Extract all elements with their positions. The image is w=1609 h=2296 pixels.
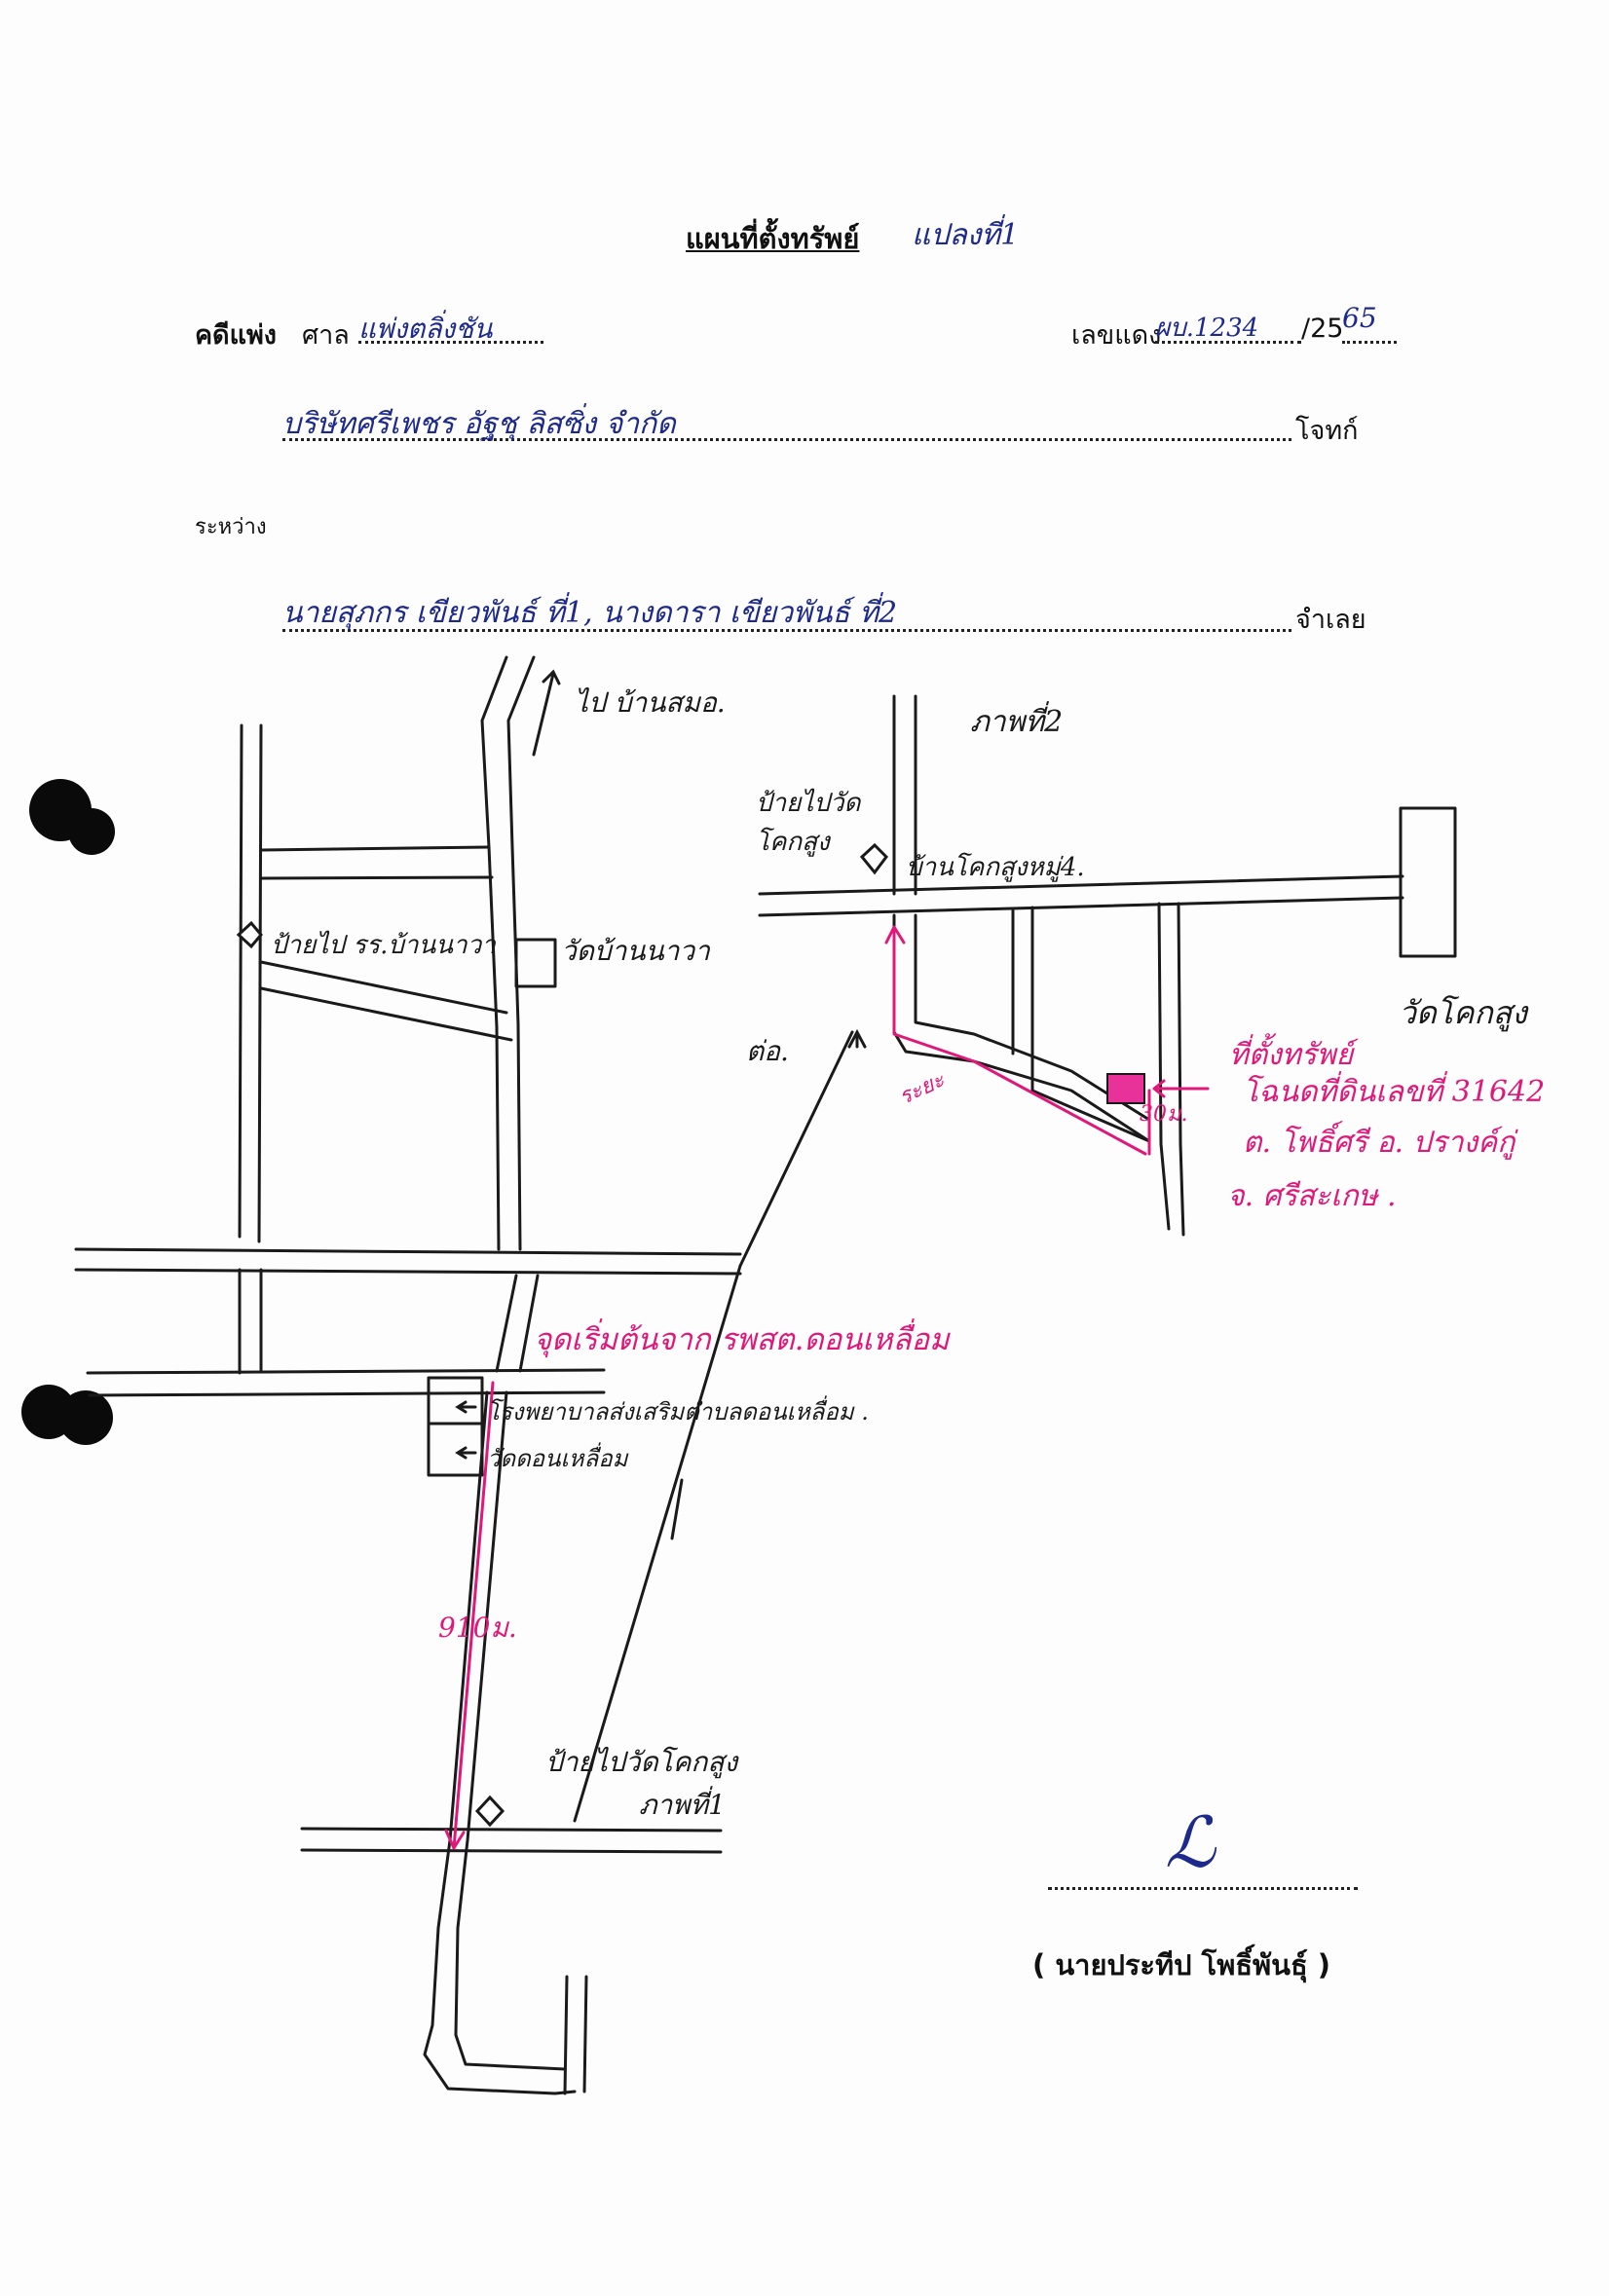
label-province: จ. ศรีสะเกษ . [1227, 1179, 1397, 1213]
label-title-deed: โฉนดที่ดินเลขที่ 31642 [1243, 1075, 1546, 1109]
right-branch-b [914, 913, 1151, 1122]
signature-mark: ℒ [1165, 1801, 1216, 1883]
lower-vertical-b [516, 1022, 522, 1251]
court-label: ศาล [302, 320, 350, 351]
defendant-label: จำเลย [1295, 605, 1366, 635]
wat-ban-nawa-block [514, 938, 557, 988]
signer-name: ( นายประทีป โพธิ์พันธุ์ ) [1032, 1948, 1331, 1981]
label-wat-khok-sung: วัดโคกสูง [1399, 994, 1527, 1031]
upper-cross-road-top [259, 845, 491, 852]
hospital-building [427, 1376, 484, 1477]
label-wat-don-luam: วัดดอนเหลื่อม [487, 1445, 628, 1472]
label-to: ต่อ. [746, 1035, 789, 1067]
upper-cross-road-bottom [259, 875, 494, 880]
route-right-head [884, 925, 906, 944]
wat-khok-sung-block [1399, 806, 1457, 958]
between-label: ระหว่าง [195, 515, 267, 539]
south-lower-east-b [582, 1975, 588, 2093]
pointer-line-to-photo2 [738, 1030, 854, 1268]
diagonal-road-top [259, 960, 508, 1015]
defendant-value: นายสุภกร เขียวพันธ์ ที่1, นางดารา เขียวพ… [282, 596, 898, 630]
year-field: 65 [1342, 302, 1397, 344]
arrow-to-ban-samo [532, 669, 561, 757]
right-branch-d-b [1177, 902, 1185, 1237]
highway-2-bottom [88, 1390, 606, 1397]
route-30m-arrow [1152, 1079, 1210, 1098]
plaintiff-value: บริษัทศรีเพชร อัฐชุ ลิสซิ่ง จำกัด [282, 407, 676, 441]
lower-diag-a [495, 1274, 518, 1373]
sign-marker-wat-khok-sung-2 [474, 1795, 505, 1828]
year-value: 65 [1342, 302, 1377, 334]
label-sign-wat-khok-sung-2: ป้ายไปวัดโคกสูง [545, 1746, 738, 1778]
route-south-head [444, 1829, 466, 1850]
route-right-north [892, 928, 1147, 1156]
label-hospital: โรงพยาบาลส่งเสริมตำบลดอนเหลื่อม . [487, 1398, 869, 1426]
red-number-value: ผบ.1234 [1155, 314, 1259, 343]
lower-diag-b [518, 1274, 540, 1373]
right-main-road-top [758, 874, 1404, 896]
left-road-west-edge [238, 723, 243, 1239]
label-property-location: ที่ตั้งทรัพย์ [1229, 1038, 1354, 1072]
defendant-field: นายสุภกร เขียวพันธ์ ที่1, นางดารา เขียวพ… [282, 590, 1291, 632]
civil-case-label: คดีแพ่ง [195, 320, 277, 351]
court-value: แพ่งตลิ่งชัน [358, 313, 493, 345]
label-photo1: ภาพที่1 [639, 1789, 726, 1821]
right-bottom-road [1030, 1089, 1151, 1143]
label-start-point: จุดเริ่มต้นจาก รพสต.ดอนเหลื่อม [534, 1322, 950, 1357]
right-main-road-bottom [758, 896, 1404, 917]
title-handwritten: แปลงที่1 [912, 218, 1020, 252]
arrow-hospital [455, 1400, 477, 1414]
lower-road-bottom [300, 1848, 723, 1854]
label-wat-ban-nawa: วัดบ้านนาวา [561, 935, 710, 967]
red-number-field: ผบ.1234 [1155, 308, 1301, 344]
highway-2-top [86, 1368, 606, 1375]
lower-road-top [300, 1827, 723, 1833]
lower-vertical-a [495, 1025, 501, 1251]
plaintiff-label: โจทก์ [1295, 416, 1359, 446]
left-road-west-edge-2 [257, 723, 263, 1243]
pointer-line-photo1 [573, 1264, 742, 1823]
label-photo2: ภาพที่2 [970, 705, 1064, 739]
left-curved-road-b [506, 655, 536, 1026]
sign-marker-school [236, 920, 263, 949]
label-distance-910m: 910ม. [438, 1611, 517, 1644]
red-number-label: เลขแดง [1071, 320, 1162, 351]
label-to-ban-samo: ไป บ้านสมอ. [575, 686, 726, 719]
year-prefix: /25 [1301, 314, 1344, 344]
property-marker [1106, 1073, 1145, 1104]
court-field: แพ่งตลิ่งชัน [358, 308, 543, 345]
highway-bottom [74, 1268, 742, 1276]
signature-line [1048, 1885, 1358, 1890]
diagonal-road-bottom [259, 986, 513, 1042]
right-branch-a [892, 913, 1151, 1143]
south-road-west [423, 1390, 577, 2095]
document-title: แผนที่ตั้งทรัพย์ [686, 222, 860, 255]
route-south-arrow [452, 1381, 495, 1850]
label-ban-khok-sung: บ้านโคกสูงหมู่4. [906, 853, 1085, 882]
punch-hole-top-b [68, 808, 115, 855]
pointer-line-wat-don [670, 1478, 684, 1540]
right-branch-d-a [1157, 902, 1171, 1231]
arrow-photo2-up [847, 1028, 867, 1049]
label-sign-wat-khok-sung: ป้ายไปวัด โคกสูง [756, 789, 861, 857]
plaintiff-field: บริษัทศรีเพชร อัฐชุ ลิสซิ่ง จำกัด [282, 401, 1291, 441]
highway-top [74, 1247, 742, 1256]
south-lower-east-a [563, 1975, 569, 2095]
label-sign-school: ป้ายไป รร.บ้านนาวา [271, 931, 496, 960]
label-distance-30m: 30ม. [1140, 1102, 1188, 1127]
arrow-wat-don [455, 1446, 477, 1460]
left-curved-road-a [480, 655, 508, 1029]
label-subdistrict: ต. โพธิ์ศรี อ. ปรางค์กู่ [1243, 1126, 1515, 1160]
punch-hole-bottom-b [58, 1390, 113, 1445]
sign-marker-wat-khok-sung [859, 842, 888, 875]
south-road-east [454, 1390, 567, 2071]
